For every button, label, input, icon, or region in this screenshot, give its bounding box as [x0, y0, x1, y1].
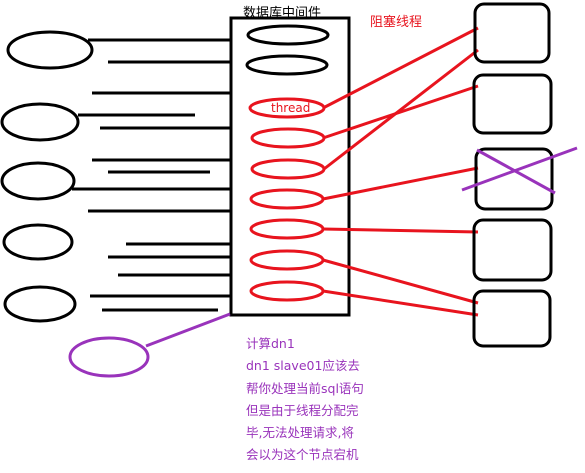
data-nodes [472, 2, 554, 348]
client-1 [6, 30, 94, 70]
note-line-4: 但是由于线程分配完 [246, 402, 359, 418]
middleware-label: 数据库中间件 [243, 6, 322, 21]
thread-lines [322, 26, 479, 317]
clients [0, 30, 94, 323]
down-node-cross-icon [461, 146, 578, 195]
client-2 [0, 102, 80, 142]
node-3 [474, 147, 554, 211]
request-lines [72, 38, 230, 312]
threads [248, 97, 326, 302]
purple-client [68, 336, 150, 378]
client-4 [2, 223, 74, 261]
blocked-threads-label: 阻塞线程 [370, 15, 423, 30]
thread-label: thread [271, 101, 311, 115]
client-3 [0, 161, 76, 201]
node-1 [473, 2, 551, 64]
explanation-note: 计算dn1 dn1 slave01应该去 帮你处理当前sql语句 但是由于线程分… [246, 333, 406, 467]
client-5 [3, 285, 77, 323]
node-2 [472, 73, 553, 135]
purple-link [145, 312, 231, 348]
node-4 [472, 218, 553, 282]
note-line-2: dn1 slave01应该去 [246, 358, 360, 374]
note-line-5: 毕,无法处理请求,将 [246, 425, 354, 441]
note-line-6: 会以为这个节点宕机 [246, 447, 359, 463]
node-5 [472, 289, 552, 348]
note-line-1: 计算dn1 [246, 336, 295, 351]
idle-connections [245, 24, 330, 76]
note-line-3: 帮你处理当前sql语句 [246, 380, 364, 396]
middleware-box [229, 16, 351, 317]
